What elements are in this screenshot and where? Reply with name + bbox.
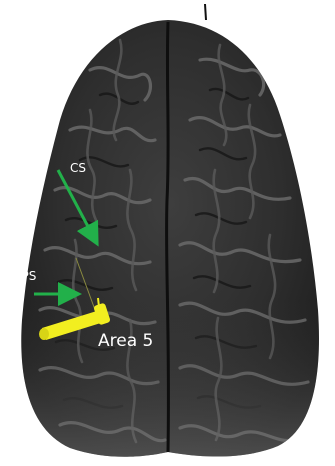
top-mark xyxy=(205,4,206,20)
cs-label: CS xyxy=(70,161,86,175)
area-label: Area 5 xyxy=(98,331,153,351)
ips-label: IPS xyxy=(18,269,36,283)
